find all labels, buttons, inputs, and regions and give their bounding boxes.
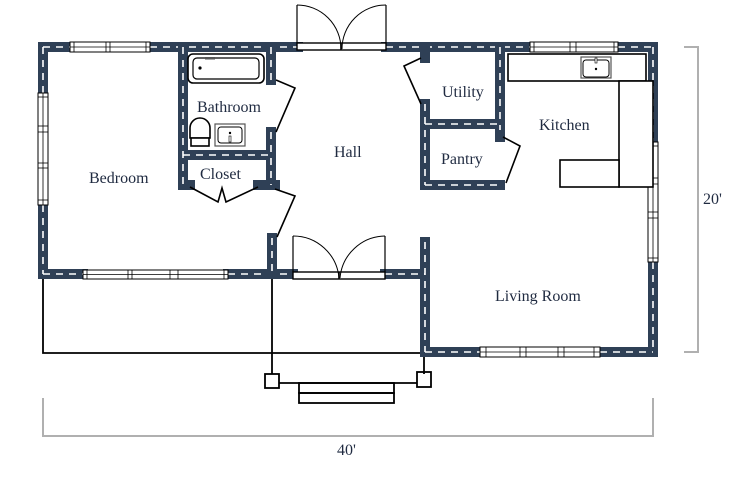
label-hall: Hall [334,144,362,161]
label-closet: Closet [200,166,241,183]
kitchen-counters [507,53,654,188]
label-bedroom: Bedroom [89,170,149,187]
hall-side-door [274,188,297,238]
interior-walls [178,42,505,279]
window-bedroom-bottom [82,269,229,280]
label-pantry: Pantry [441,151,483,168]
porch-post-right [416,371,432,388]
label-utility: Utility [442,84,484,101]
closet-door [189,185,259,204]
window-bedroom-top [69,41,151,53]
window-kitchen-top [529,41,619,53]
porch-double-door [292,235,386,280]
porch-step-lower [298,392,395,404]
bathroom-door [275,79,297,133]
bathtub [187,53,265,84]
porch [42,278,432,404]
label-depth-dimension: 20' [703,191,722,208]
pantry-door [502,136,521,184]
windows [37,41,659,358]
width-dimension-bracket [42,398,654,437]
label-bathroom: Bathroom [197,99,262,116]
fixtures [187,53,654,188]
exterior-walls [38,42,658,357]
depth-dimension-bracket [684,46,699,353]
label-kitchen: Kitchen [539,117,590,134]
window-living-bottom [479,346,601,358]
porch-post-left [264,373,280,389]
front-double-door [296,4,387,51]
bathroom-sink [214,123,246,147]
porch-step-upper [298,382,395,394]
utility-door [402,57,422,105]
label-living-room: Living Room [495,288,581,305]
label-width-dimension: 40' [337,442,356,459]
window-bedroom-left [37,92,49,206]
toilet [189,117,211,147]
doors [189,4,521,280]
kitchen-sink [580,56,612,79]
dimension-lines [42,46,699,437]
room-labels: Bedroom Bathroom Closet Hall Utility Pan… [89,84,722,459]
